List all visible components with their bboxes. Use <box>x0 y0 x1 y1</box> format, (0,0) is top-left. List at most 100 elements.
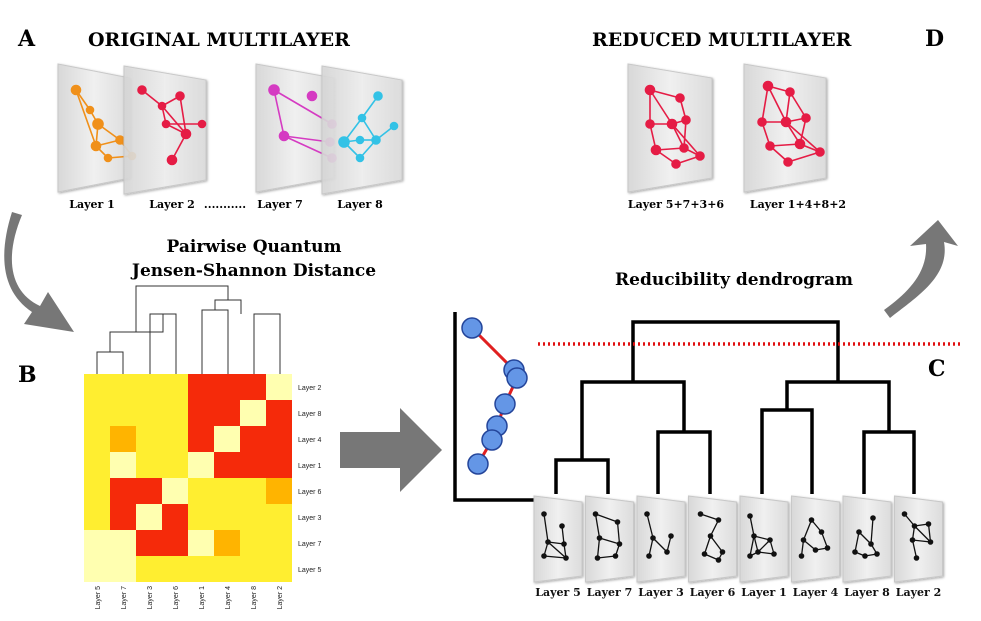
curve-point <box>506 367 528 389</box>
leaf-layer-label: Layer 7 <box>587 586 633 599</box>
leaf-layer-label: Layer 2 <box>896 586 942 599</box>
panel-letter-d: D <box>925 26 944 52</box>
heatmap-row-label: Layer 4 <box>298 437 321 444</box>
network-node <box>719 549 726 555</box>
leaf-layer-panel: Layer 8 <box>842 495 892 599</box>
network-node <box>614 519 621 525</box>
network-edge <box>870 517 874 545</box>
network-edge <box>594 513 601 539</box>
heatmap-cell <box>188 478 214 504</box>
heatmap-cell <box>110 504 136 530</box>
heatmap-row-label: Layer 3 <box>298 515 321 522</box>
heatmap-cell <box>266 452 292 478</box>
panel-b-title-line1: Pairwise Quantum <box>167 237 342 257</box>
network-node <box>707 533 714 539</box>
heatmap-cell <box>188 556 214 582</box>
heatmap-cell <box>84 504 110 530</box>
reducibility-dendrogram <box>554 320 916 494</box>
heatmap-cell <box>110 452 136 478</box>
heatmap-cell <box>266 400 292 426</box>
network-edge <box>927 523 932 543</box>
network-edge <box>858 531 872 545</box>
curved-arrow-up-icon <box>884 220 958 318</box>
heatmap-cell <box>162 374 188 400</box>
plot-axes <box>453 312 536 502</box>
heatmap-cell <box>188 400 214 426</box>
heatmap-cell <box>266 504 292 530</box>
heatmap-cell <box>110 530 136 556</box>
network-edge <box>595 513 618 523</box>
heatmap-col-label: Layer 1 <box>199 586 206 609</box>
network-edge <box>648 537 654 557</box>
heatmap-cell <box>84 556 110 582</box>
heatmap-cell <box>110 374 136 400</box>
network-edge <box>652 537 668 553</box>
original-layer-1-panel <box>57 63 137 193</box>
network-node <box>862 553 868 559</box>
network-node <box>909 537 916 543</box>
network-node <box>927 539 934 545</box>
network-node <box>668 533 674 539</box>
network-edge <box>914 525 931 543</box>
leaf-layer-panel: Layer 1 <box>739 495 789 599</box>
heatmap-cell <box>162 426 188 452</box>
network-edge <box>749 535 755 557</box>
network-edge <box>616 521 621 545</box>
network-node <box>541 511 547 517</box>
network-edge <box>709 519 720 537</box>
network-edge <box>709 535 724 553</box>
network-edge <box>547 541 567 559</box>
network-node <box>870 515 876 521</box>
network-node <box>874 551 880 557</box>
original-layer-label-7: Layer 7 <box>257 198 303 211</box>
leaf-panel-background <box>636 495 686 583</box>
leaf-layer-panel: Layer 5 <box>533 495 583 599</box>
leaf-layer-panel: Layer 7 <box>585 495 634 599</box>
network-node <box>868 541 874 547</box>
heatmap-cell <box>162 556 188 582</box>
right-arrow-icon <box>340 408 442 492</box>
heatmap-cell <box>136 556 162 582</box>
network-node <box>824 545 831 551</box>
network-node <box>856 529 862 535</box>
heatmap-cell <box>162 478 188 504</box>
heatmap-col-label: Layer 4 <box>225 586 232 609</box>
network-node <box>650 535 656 541</box>
network-edge <box>543 555 567 559</box>
reduced-layer-5-7-3-6-panel <box>627 63 713 193</box>
reduced-layer-1-4-8-2-panel <box>743 63 827 193</box>
heatmap-row-label: Layer 6 <box>298 489 321 496</box>
network-node <box>594 555 601 561</box>
heatmap-cell <box>266 530 292 556</box>
heatmap-cell <box>240 478 266 504</box>
network-node <box>697 511 704 517</box>
heatmap-cell <box>188 504 214 530</box>
network-node <box>664 549 670 555</box>
panel-letter-a: A <box>17 26 36 52</box>
heatmap-cell <box>84 452 110 478</box>
heatmap-cell <box>110 426 136 452</box>
heatmap-row-label: Layer 8 <box>298 411 321 418</box>
heatmap-col-label: Layer 8 <box>251 586 258 609</box>
leaf-layer-label: Layer 5 <box>535 586 581 599</box>
network-node <box>751 533 757 539</box>
network-node <box>561 541 567 547</box>
curve-point <box>481 429 503 451</box>
heatmap-cell <box>110 556 136 582</box>
heatmap-cell <box>214 400 240 426</box>
heatmap-cell <box>214 426 240 452</box>
leaf-layer-panel: Layer 4 <box>791 495 840 599</box>
heatmap-row-label: Layer 1 <box>298 463 321 470</box>
panel-letter-c: C <box>928 356 946 382</box>
original-layer-2-panel <box>123 65 207 195</box>
heatmap-cell <box>136 374 162 400</box>
heatmap-cell <box>162 530 188 556</box>
network-node <box>541 553 547 559</box>
heatmap-cell <box>214 478 240 504</box>
heatmap-row-labels: Layer 2 Layer 8 Layer 4 Layer 1 Layer 6 Layer… <box>298 385 321 574</box>
network-node <box>913 555 920 561</box>
heatmap-cell <box>266 478 292 504</box>
network-node <box>852 549 858 555</box>
heatmap-row-label: Layer 2 <box>298 385 321 392</box>
